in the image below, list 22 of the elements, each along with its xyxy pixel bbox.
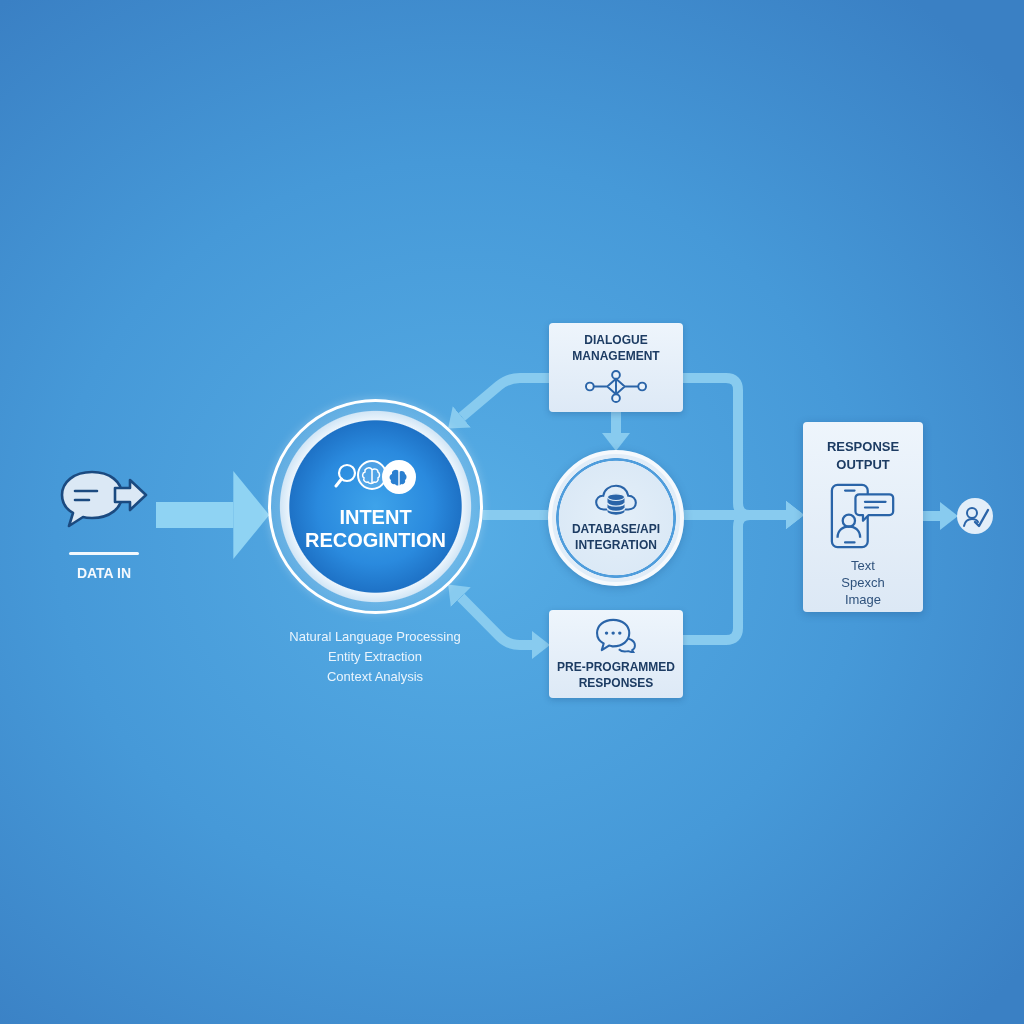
node-label: INTENT RECOGINTION	[303, 505, 448, 552]
output-panel	[803, 422, 923, 612]
output-type-text: Spexch	[841, 574, 885, 592]
output-type-text: Text	[851, 557, 875, 575]
arrow	[602, 412, 630, 451]
annotation-text: Entity Extraction	[328, 648, 422, 666]
arrow	[156, 471, 270, 559]
node-label: DATA IN	[76, 565, 132, 582]
annotation-text: Natural Language Processing	[289, 628, 461, 646]
output-type-text: Image	[844, 591, 882, 609]
arrow	[923, 502, 958, 530]
double-arrow	[448, 584, 550, 659]
process-box	[549, 610, 683, 698]
node-label: DIALOGUE MANAGEMENT	[571, 331, 661, 365]
annotation-text: Context Analysis	[326, 668, 424, 686]
node-label: RESPONSE OUTPUT	[825, 438, 901, 474]
node-label: DATABASE/API INTEGRATION	[570, 520, 662, 554]
arrow	[448, 373, 549, 429]
node-label: PRE-PROGRAMMED RESPONSES	[556, 658, 676, 692]
connector-line	[482, 510, 549, 520]
user-check-icon	[957, 498, 993, 534]
process-box	[549, 323, 683, 412]
